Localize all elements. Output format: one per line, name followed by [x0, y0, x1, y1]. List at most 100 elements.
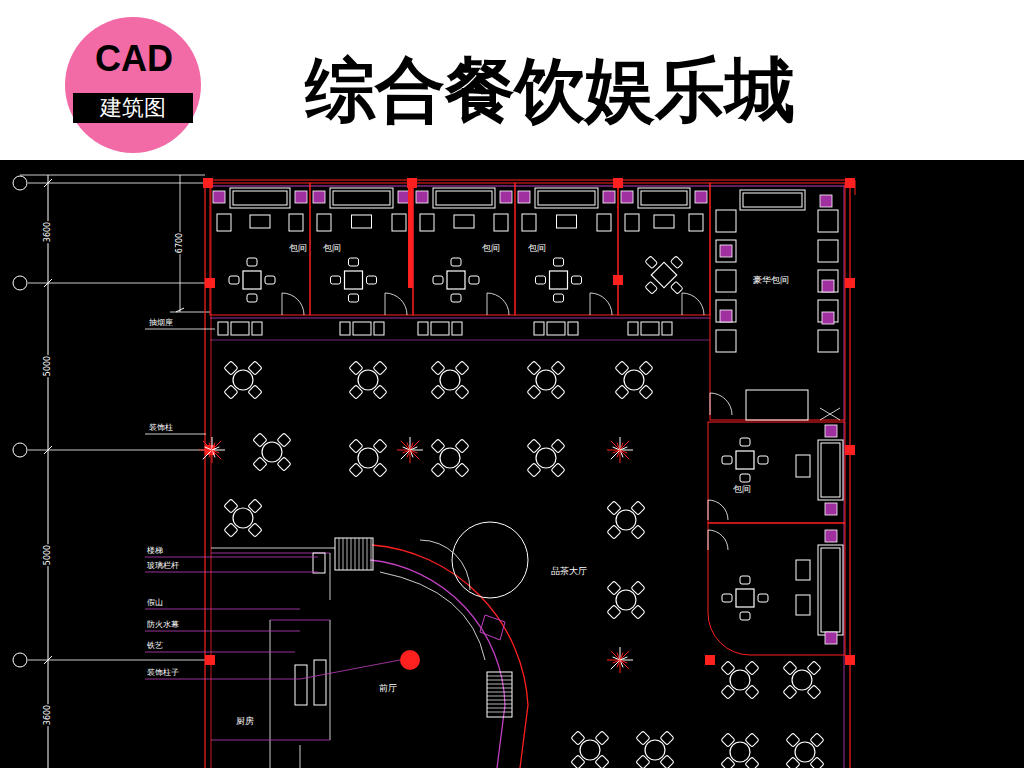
- table-top: [440, 370, 460, 390]
- room-label: 包间: [732, 484, 752, 495]
- stair-outline: [487, 672, 512, 717]
- hatch-block: [603, 191, 615, 203]
- chair: [224, 385, 238, 399]
- armchair: [392, 214, 406, 231]
- sofa-cushion: [743, 193, 802, 207]
- table-top: [536, 448, 556, 468]
- round-table: [253, 433, 291, 471]
- door-swing: [710, 393, 732, 415]
- coffee-table: [250, 215, 270, 228]
- chair: [527, 385, 541, 399]
- partition-line: [210, 340, 710, 341]
- round-table: [721, 733, 759, 768]
- hatch-block: [213, 191, 225, 203]
- table-top: [645, 740, 665, 760]
- chair: [631, 605, 645, 619]
- chair: [745, 757, 759, 768]
- leaf: [611, 660, 620, 669]
- column: [845, 178, 855, 188]
- armchair: [217, 214, 231, 231]
- table-top: [447, 271, 465, 289]
- hatch-block: [825, 632, 837, 644]
- chair: [615, 385, 629, 399]
- armchair: [317, 214, 331, 231]
- leaf: [410, 447, 417, 450]
- fixture: [313, 553, 325, 573]
- column: [845, 278, 855, 288]
- chair: [277, 457, 291, 471]
- leaf: [620, 447, 627, 450]
- private-room: 包间: [210, 183, 310, 315]
- chair: [571, 731, 585, 745]
- armchair: [522, 214, 536, 231]
- private-room: 包间: [708, 422, 845, 523]
- leader-line: [145, 572, 318, 573]
- room-label: 包间: [322, 243, 342, 254]
- hatch-block: [720, 245, 732, 257]
- chair: [433, 276, 443, 284]
- chair: [551, 463, 565, 477]
- armchair: [689, 214, 703, 231]
- cross-mark: [820, 408, 840, 420]
- chair: [349, 385, 363, 399]
- chair: [631, 525, 645, 539]
- leaf: [611, 651, 620, 660]
- booth-seat: [374, 322, 384, 335]
- room-label: 包间: [527, 243, 547, 254]
- square-table-set: [632, 243, 696, 307]
- chair: [740, 612, 750, 620]
- wall-line: [205, 179, 855, 180]
- chair: [551, 385, 565, 399]
- chair: [451, 294, 461, 302]
- leaf: [620, 450, 629, 459]
- hatch-block: [695, 191, 707, 203]
- leaf: [620, 651, 629, 660]
- chair: [551, 361, 565, 375]
- chair: [373, 361, 387, 375]
- round-table: [527, 361, 565, 399]
- chair: [745, 733, 759, 747]
- room-wall: [708, 422, 845, 523]
- chair: [331, 276, 341, 284]
- interior-wall: [300, 745, 301, 768]
- drawing-ground: [0, 160, 1024, 768]
- chair: [721, 757, 735, 768]
- axis-line: [28, 183, 205, 184]
- round-table: [615, 361, 653, 399]
- booth-table: [431, 322, 449, 335]
- room-wall: [618, 183, 710, 315]
- table-top: [730, 742, 750, 762]
- axis-line: [28, 660, 205, 661]
- booth-seat: [340, 322, 350, 335]
- chair: [721, 685, 735, 699]
- square-table-set: [722, 576, 768, 620]
- leaf: [410, 450, 419, 459]
- sofa: [230, 188, 290, 208]
- chair: [670, 256, 683, 269]
- stair-tread: [343, 538, 344, 570]
- stair-tread: [487, 696, 512, 697]
- chair: [349, 294, 359, 302]
- leader-line: [145, 557, 318, 558]
- chair: [554, 258, 564, 266]
- leaf: [203, 450, 212, 459]
- chair: [554, 294, 564, 302]
- arc-feature: [420, 540, 470, 590]
- chair: [253, 433, 267, 447]
- hatch-block: [820, 195, 832, 207]
- chair: [722, 594, 732, 602]
- cad-badge: CAD建筑图: [65, 17, 201, 153]
- column: [205, 655, 215, 665]
- chair: [740, 438, 750, 446]
- railing: [480, 615, 505, 640]
- round-table: [636, 731, 674, 768]
- stair-tread: [363, 538, 364, 570]
- chair: [265, 276, 275, 284]
- axis-bubble: [13, 653, 27, 667]
- chair: [455, 463, 469, 477]
- chair: [631, 581, 645, 595]
- chair: [810, 733, 824, 747]
- room-label: 包间: [288, 243, 308, 254]
- red-wall-segment: [408, 183, 413, 288]
- chair: [636, 755, 650, 768]
